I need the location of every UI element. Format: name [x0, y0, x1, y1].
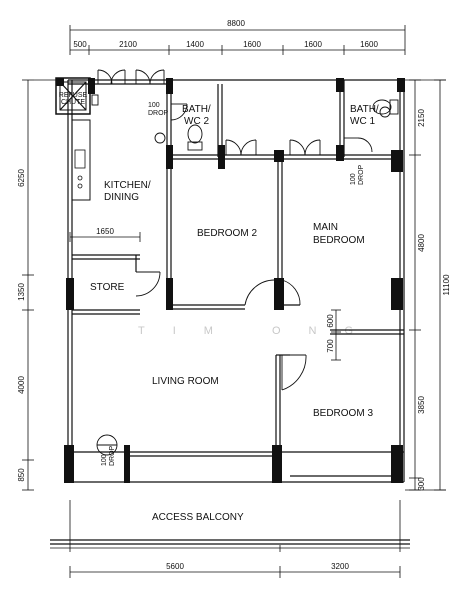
room-labels: REFUSE CHUTE BATH/ WC 2 BATH/ WC 1 KITCH…	[59, 92, 379, 523]
main-bedroom-label: MAIN	[313, 222, 338, 233]
drop-label-100-c: 100	[101, 454, 108, 466]
dimension-label: 8800	[227, 19, 245, 28]
walls	[50, 77, 410, 545]
drop-label-c: DROP	[109, 445, 116, 466]
dimension-label: 4800	[417, 234, 426, 252]
dimension-label: 3850	[417, 396, 426, 414]
dimension-label: 5600	[166, 562, 184, 571]
bedroom-3-label: BEDROOM 3	[313, 408, 373, 419]
dimension-label: 1600	[304, 40, 322, 49]
dimension-label: 1600	[360, 40, 378, 49]
drop-label: DROP	[148, 110, 169, 117]
refuse-chute-label-2: CHUTE	[61, 99, 85, 106]
access-balcony-label: ACCESS BALCONY	[152, 512, 244, 523]
drop-label-100: 100	[148, 102, 160, 109]
dimension-label: 1650	[96, 227, 114, 236]
bath-wc1-label-2: WC 1	[350, 116, 375, 127]
watermark: TIM ONG	[138, 325, 381, 337]
bedroom-2-label: BEDROOM 2	[197, 228, 257, 239]
dimension-label: 300	[417, 477, 426, 491]
dimension-label: 1400	[186, 40, 204, 49]
dimension-label: 850	[17, 468, 26, 482]
dimension-label: 700	[326, 339, 335, 353]
dimension-label: 600	[326, 314, 335, 328]
kitchen-label-2: DINING	[104, 192, 139, 203]
bath-wc2-label: BATH/	[182, 104, 211, 115]
dimension-label: 2150	[417, 109, 426, 127]
dimension-label: 3200	[331, 562, 349, 571]
door-swings	[96, 69, 391, 456]
bath-wc2-label-2: WC 2	[184, 116, 209, 127]
living-room-label: LIVING ROOM	[152, 376, 219, 387]
dimension-label: 1600	[243, 40, 261, 49]
dimension-label: 4000	[17, 376, 26, 394]
dimension-label: 500	[73, 40, 87, 49]
bath-wc1-label: BATH/	[350, 104, 379, 115]
dimension-label: 1350	[17, 283, 26, 301]
main-bedroom-label-2: BEDROOM	[313, 235, 365, 246]
toilet-icons	[91, 94, 399, 151]
dimension-label: 11100	[442, 274, 451, 296]
drop-label-100-b: 100	[350, 173, 357, 185]
refuse-chute-label: REFUSE	[59, 92, 88, 99]
dimension-label: 6250	[17, 169, 26, 187]
store-label: STORE	[90, 282, 125, 293]
dimension-labels: 8800 500 2100 1400 1600 1600 1600 6250 1…	[17, 19, 451, 571]
dimension-lines	[22, 25, 446, 578]
columns	[56, 78, 405, 483]
dimension-label: 2100	[119, 40, 137, 49]
kitchen-label: KITCHEN/	[104, 180, 151, 191]
drop-label-b: DROP	[358, 164, 365, 185]
